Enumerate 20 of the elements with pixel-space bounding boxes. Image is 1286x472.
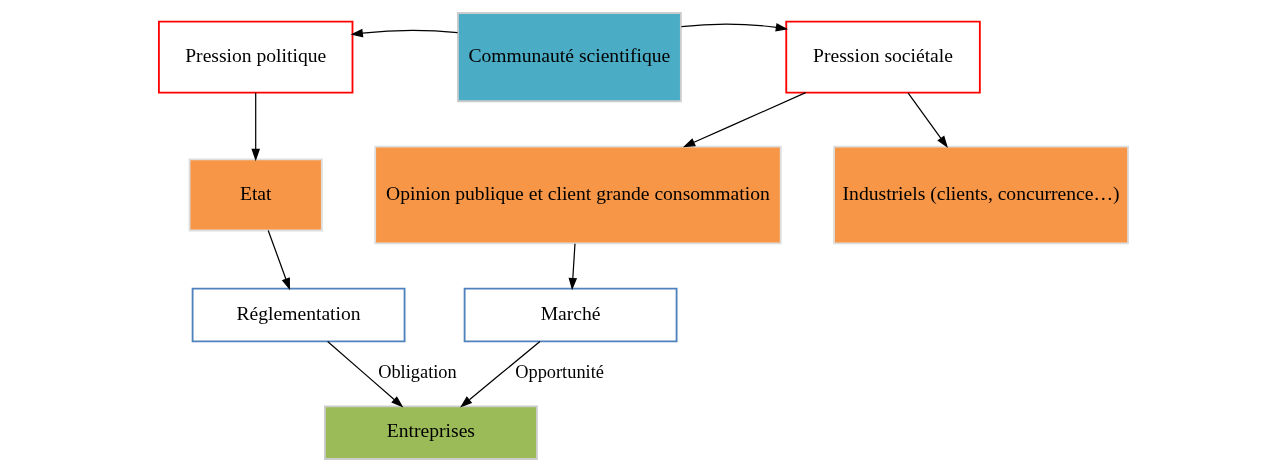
arrow	[568, 243, 577, 291]
arrow	[350, 28, 458, 38]
node-box: Marché	[463, 287, 677, 343]
node-box: Entreprises	[323, 405, 538, 460]
node-box: Réglementation	[191, 287, 405, 343]
node-box: Opinion publique et client grande consommation	[373, 145, 782, 245]
arrow	[682, 92, 806, 148]
node-box: Etat	[188, 158, 323, 232]
arrow	[250, 92, 260, 162]
edge-label: Opportunité	[514, 362, 604, 383]
node-box: Communauté scientifique	[456, 12, 682, 103]
node-box: Pression politique	[157, 20, 353, 94]
node-box: Pression sociétale	[784, 20, 981, 94]
arrow	[267, 229, 290, 291]
edge-label: Obligation	[377, 362, 457, 383]
arrow	[459, 340, 541, 408]
node-box: Industriels (clients, concurrence…)	[832, 145, 1129, 245]
arrow	[326, 340, 403, 408]
arrow	[680, 23, 788, 32]
arrow	[906, 92, 948, 148]
